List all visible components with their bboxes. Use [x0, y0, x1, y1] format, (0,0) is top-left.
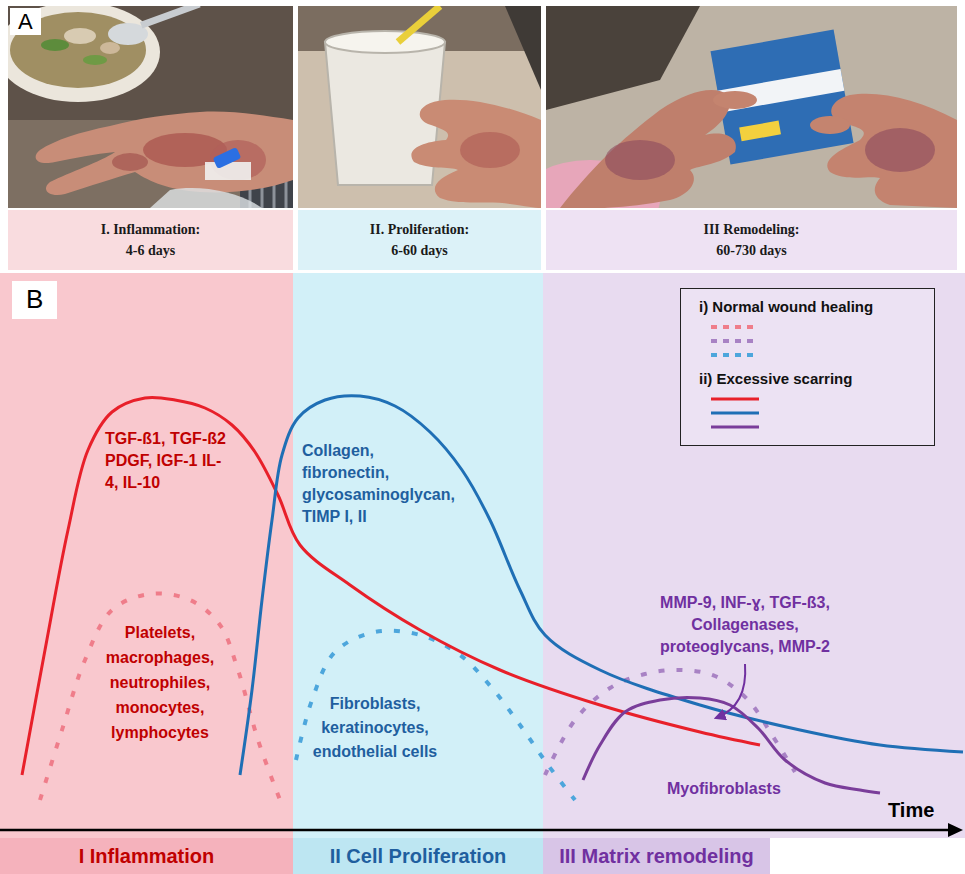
axis-label: Time [886, 799, 936, 822]
illustration-part [205, 162, 251, 180]
illustration-part [64, 28, 96, 44]
illustration-part [112, 153, 148, 171]
illustration-part [325, 31, 445, 53]
legend-sample-line [711, 325, 759, 329]
leader-arrow [716, 664, 745, 718]
cell-list: Myofibroblasts [665, 780, 783, 797]
illustration-part [83, 55, 107, 65]
illustration-part [560, 90, 736, 208]
illustration-part [605, 140, 675, 180]
legend-sample-line [711, 412, 759, 415]
illustration-part [298, 6, 541, 208]
normal-proliferation-curve [296, 631, 575, 800]
stage-caption-band: I. Inflammation: 4-6 days [8, 210, 293, 270]
legend-sample-line [711, 339, 759, 343]
legend-entry: ii) Excessive scarring [699, 369, 852, 388]
stage-caption-band: III Remodeling: 60-730 days [546, 210, 957, 270]
legend-text: ii) Excessive scarring [699, 370, 852, 387]
illustration-part [739, 121, 781, 142]
phase-label: II Cell Proliferation [330, 845, 507, 867]
text-holder: Fibroblasts, keratinocytes, endothelial … [308, 692, 442, 764]
legend-sample-line [711, 353, 759, 357]
text-holder: MMP-9, INF-ɣ, TGF-ß3, Collagenases, prot… [653, 592, 837, 658]
illustration-part [713, 91, 757, 109]
text-holder: III Matrix remodeling [559, 844, 753, 868]
illustration-part [505, 6, 541, 90]
phase-label: I Inflammation [79, 845, 215, 867]
phase-ground [0, 273, 293, 838]
illustration-part [865, 128, 935, 172]
normal-remodeling-curve [545, 670, 795, 775]
time-axis-head [948, 823, 963, 837]
phase-region: Collagen, fibronectin, glycosaminoglycan… [293, 273, 543, 874]
label-holder: A [10, 8, 41, 35]
illustration-part [140, 6, 201, 29]
cell-list: Platelets, macrophages, neutrophiles, mo… [104, 624, 216, 741]
stage-caption: I. Inflammation: 4-6 days [101, 222, 201, 258]
illustration-part [36, 112, 293, 196]
legend-sample [711, 399, 759, 427]
text-holder: I Inflammation [79, 844, 215, 868]
time-axis [0, 829, 950, 832]
matrix-list: Collagen, fibronectin, glycosaminoglycan… [300, 442, 457, 525]
text-holder: Platelets, macrophages, neutrophiles, mo… [102, 620, 218, 745]
phase-region: TGF-ß1, TGF-ß2 PDGF, IGF-1 IL-4, IL-10Pl… [0, 273, 293, 874]
photo-hands-remodeling [546, 6, 957, 208]
phase-label-band: I Inflammation [0, 838, 293, 874]
text-holder: TGF-ß1, TGF-ß2 PDGF, IGF-1 IL-4, IL-10 [103, 428, 231, 494]
illustration-part [150, 188, 262, 208]
illustration-part [827, 94, 957, 208]
legend-sample [711, 327, 759, 355]
illustration-part [546, 6, 957, 208]
stage-caption-band: II. Proliferation: 6-60 days [298, 210, 541, 270]
photo-hand-proliferation [298, 6, 541, 208]
normal-inflammation-curve [40, 593, 280, 800]
text-holder: II Cell Proliferation [330, 844, 507, 868]
label-holder: B [12, 281, 57, 319]
legend-sample-line [711, 426, 759, 429]
cell-list: Fibroblasts, keratinocytes, endothelial … [311, 695, 439, 760]
stage-caption: III Remodeling: 60-730 days [703, 222, 799, 258]
cytokine-list: TGF-ß1, TGF-ß2 PDGF, IGF-1 IL-4, IL-10 [103, 430, 228, 491]
illustration-part [810, 116, 850, 134]
legend-entry: i) Normal wound healing [699, 297, 873, 316]
text-holder: III Remodeling: 60-730 days [698, 219, 806, 261]
illustration-part [100, 42, 120, 54]
scar-remodeling-curve [583, 697, 880, 793]
illustration-part [398, 6, 440, 42]
illustration-part [411, 100, 541, 208]
enzyme-list: MMP-9, INF-ɣ, TGF-ß3, Collagenases, prot… [658, 594, 832, 655]
text-holder: Collagen, fibronectin, glycosaminoglycan… [300, 440, 460, 528]
phase-label-band: III Matrix remodeling [543, 838, 770, 874]
label-holder: Time [886, 799, 936, 822]
phase-label-band: II Cell Proliferation [293, 838, 543, 874]
illustration-part [213, 147, 242, 169]
scar-inflammation-curve [22, 397, 760, 775]
illustration-part [546, 6, 700, 110]
phase-ground [543, 273, 965, 838]
legend-sample-line [711, 398, 759, 401]
illustration-part [41, 39, 69, 51]
legend-box: i) Normal wound healing ii) Excessive sca… [680, 288, 935, 446]
illustration-part [8, 6, 160, 102]
panel-label: B [12, 281, 57, 319]
scar-proliferation-curve [240, 396, 963, 775]
text-holder: I. Inflammation: 4-6 days [97, 219, 205, 261]
photo-hand-inflammation [8, 6, 293, 208]
legend-text: i) Normal wound healing [699, 298, 873, 315]
panel-label: A [10, 8, 41, 35]
phase-label: III Matrix remodeling [559, 845, 753, 867]
text-holder: II. Proliferation: 6-60 days [366, 219, 474, 261]
stage-caption: II. Proliferation: 6-60 days [370, 222, 469, 258]
text-holder: Myofibroblasts [665, 778, 795, 800]
illustration-part [460, 132, 520, 168]
